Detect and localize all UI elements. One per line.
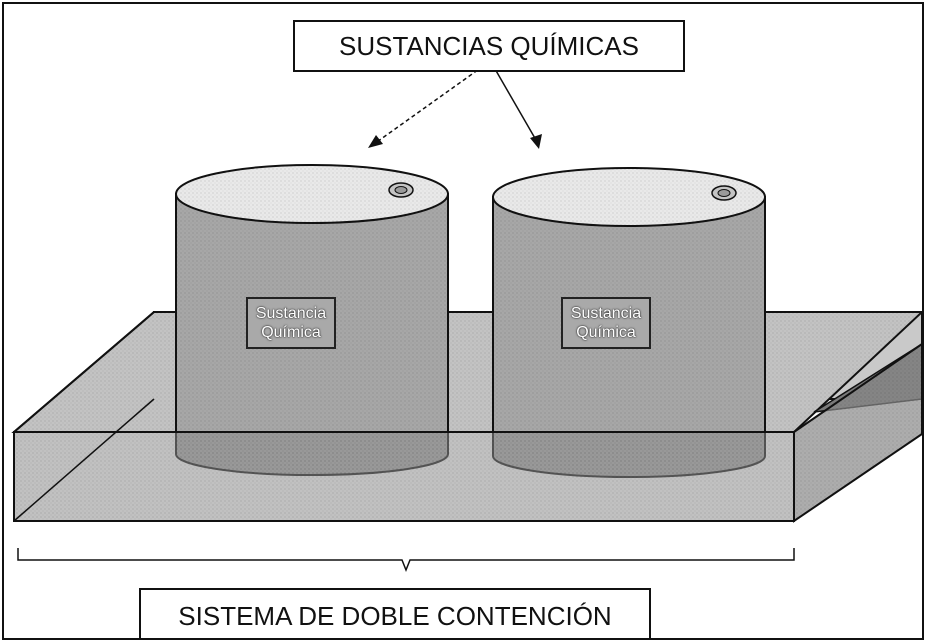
tray-front xyxy=(13,311,922,523)
arrow-right-line xyxy=(490,61,537,141)
drum-left-label-line1: Sustancia xyxy=(255,305,327,322)
drum-right-bung-icon xyxy=(711,185,737,201)
system-bracket xyxy=(17,548,795,573)
containment-system-label: SISTEMA DE DOBLE CONTENCIÓN xyxy=(139,588,651,638)
containment-tray xyxy=(11,311,922,433)
drum-left-label-line2: Química xyxy=(261,324,321,341)
arrow-left-head-icon xyxy=(368,135,383,148)
arrow-right-head-icon xyxy=(530,134,542,149)
drum-left-label: Sustancia Química xyxy=(246,297,336,349)
drum-right-label-line2: Química xyxy=(576,324,636,341)
diagram-canvas xyxy=(11,61,922,573)
pointer-arrows xyxy=(368,61,542,149)
drum-right-label: Sustancia Química xyxy=(561,297,651,349)
drum-right-label-line1: Sustancia xyxy=(570,305,642,322)
drum-left-bung-icon xyxy=(388,182,414,198)
arrow-left-line xyxy=(373,61,490,145)
chemicals-title: SUSTANCIAS QUÍMICAS xyxy=(293,20,685,72)
